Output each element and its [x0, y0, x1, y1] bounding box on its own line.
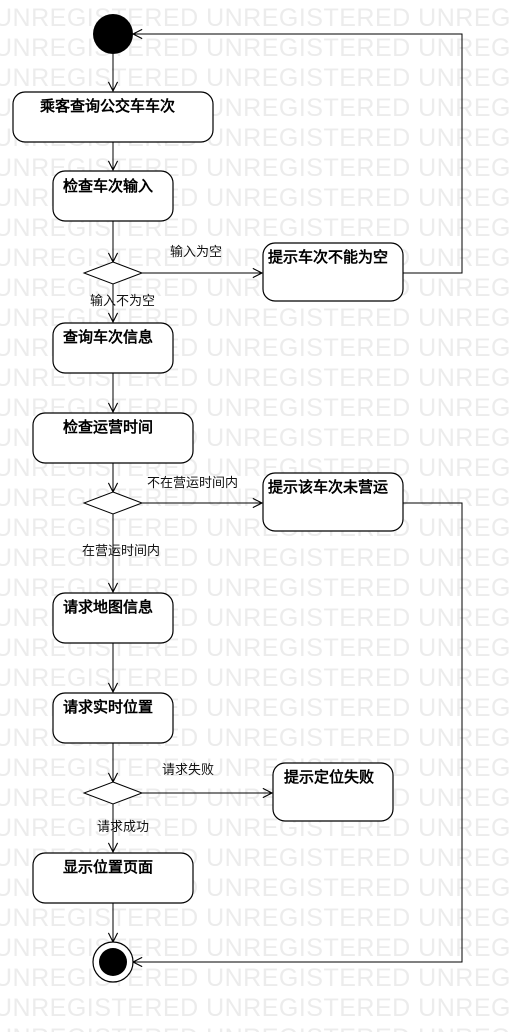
guard-input-empty: 输入为空 — [170, 244, 222, 260]
activity-check-input: 检查车次输入 — [52, 170, 174, 222]
activity-check-input-label: 检查车次输入 — [63, 177, 153, 195]
initial-node — [93, 14, 133, 54]
activity-query-bus: 乘客查询公交车车次 — [12, 91, 214, 143]
decision-input-check — [82, 261, 144, 285]
activity-prompt-location-fail-label: 提示定位失败 — [284, 768, 374, 786]
activity-show-location-page-label: 显示位置页面 — [63, 858, 153, 876]
guard-request-failed: 请求失败 — [162, 763, 214, 778]
guard-in-hours: 在营运时间内 — [82, 543, 160, 559]
activity-query-bus-label: 乘客查询公交车车次 — [39, 97, 175, 115]
activity-query-info: 查询车次信息 — [52, 322, 174, 374]
flow-prompt-not-operating-to-end — [133, 502, 463, 962]
guard-not-in-hours: 不在营运时间内 — [147, 475, 238, 491]
activity-request-map: 请求地图信息 — [52, 592, 174, 644]
activity-prompt-empty-label: 提示车次不能为空 — [268, 248, 388, 266]
activity-check-time: 检查运营时间 — [32, 412, 194, 464]
activity-prompt-location-fail: 提示定位失败 — [272, 762, 394, 822]
final-node — [92, 941, 134, 983]
activity-request-map-label: 请求地图信息 — [63, 598, 153, 616]
activity-prompt-empty: 提示车次不能为空 — [262, 242, 404, 302]
activity-check-time-label: 检查运营时间 — [63, 418, 153, 436]
activity-request-location-label: 请求实时位置 — [63, 698, 153, 716]
decision-location-check — [82, 781, 144, 805]
guard-request-success: 请求成功 — [97, 820, 149, 835]
activity-request-location: 请求实时位置 — [52, 692, 174, 744]
activity-show-location-page: 显示位置页面 — [32, 852, 194, 904]
guard-input-not-empty: 输入不为空 — [90, 293, 155, 309]
decision-time-check — [82, 491, 144, 515]
activity-prompt-not-operating-label: 提示该车次未营运 — [268, 478, 388, 496]
flow-prompt-empty-to-start — [133, 34, 463, 274]
activity-prompt-not-operating: 提示该车次未营运 — [262, 472, 404, 532]
activity-query-info-label: 查询车次信息 — [63, 328, 153, 346]
